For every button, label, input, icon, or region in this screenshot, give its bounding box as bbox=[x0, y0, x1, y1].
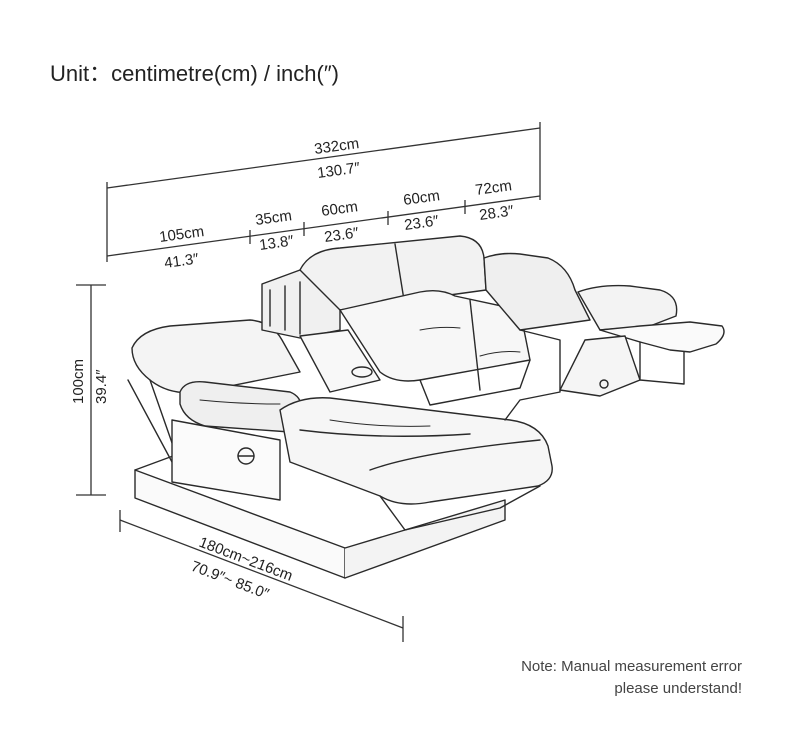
height-in: 39.4″ bbox=[93, 369, 110, 404]
total-width-cm: 332cm bbox=[313, 135, 360, 158]
sofa-illustration bbox=[127, 235, 725, 579]
seg2-in: 13.8″ bbox=[258, 232, 295, 254]
note-line-2: please understand! bbox=[614, 680, 742, 697]
seg5-cm: 72cm bbox=[474, 177, 513, 199]
seg5-in: 28.3″ bbox=[478, 202, 515, 224]
seg4-in: 23.6″ bbox=[403, 212, 440, 234]
unit-title: Unit：centimetre(cm) / inch(″) bbox=[50, 61, 339, 86]
seg1-cm: 105cm bbox=[158, 223, 205, 246]
seg1-in: 41.3″ bbox=[163, 250, 200, 272]
height-cm: 100cm bbox=[70, 359, 87, 404]
total-width-dimension bbox=[106, 122, 541, 262]
total-width-in: 130.7″ bbox=[316, 159, 361, 182]
note-line-1: Note: Manual measurement error bbox=[521, 658, 742, 675]
segment-width-dimension bbox=[106, 195, 541, 257]
seg2-cm: 35cm bbox=[254, 207, 293, 229]
seg3-in: 23.6″ bbox=[323, 224, 360, 246]
height-dimension bbox=[76, 284, 106, 496]
measurement-note: Note: Manual measurement error please un… bbox=[521, 656, 742, 700]
seg4-cm: 60cm bbox=[402, 187, 441, 209]
seg3-cm: 60cm bbox=[320, 198, 359, 220]
depth-dimension bbox=[119, 510, 404, 642]
